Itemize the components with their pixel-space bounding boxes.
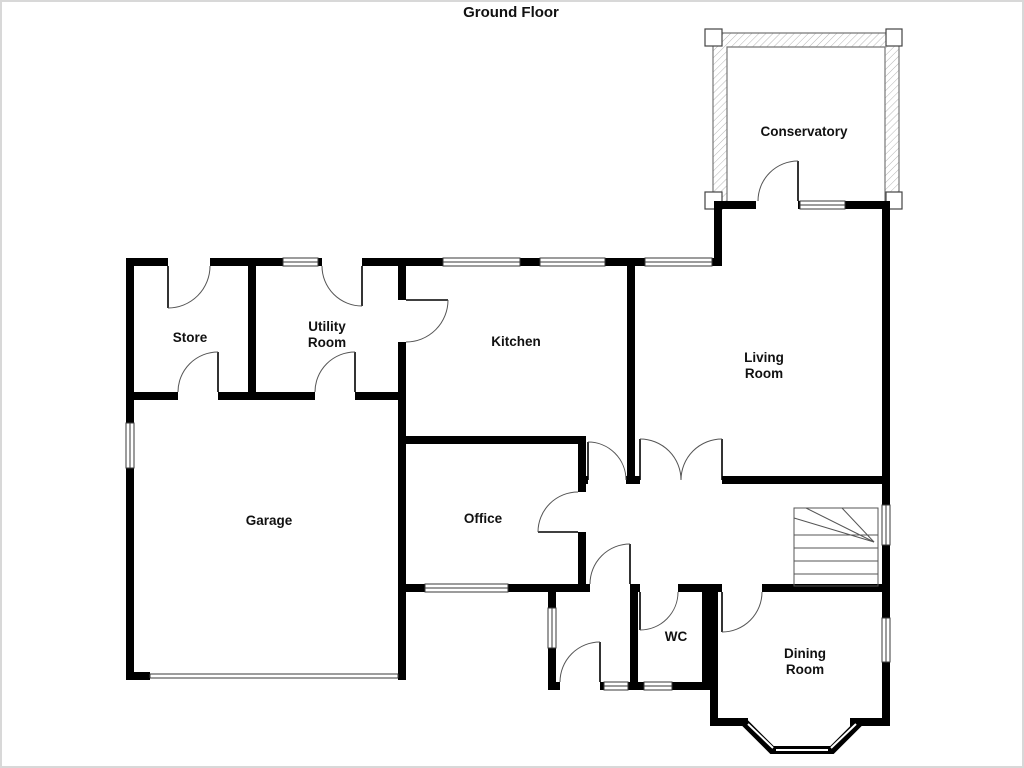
room-label-kitchen: Kitchen: [491, 334, 541, 349]
wall-dining-left: [710, 592, 718, 726]
labels: Ground Floor Conservatory Store Utility …: [173, 4, 848, 677]
room-label-conservatory: Conservatory: [760, 124, 848, 139]
doors: [167, 160, 799, 683]
door-front: [559, 641, 601, 683]
window-living-conservatory: [799, 200, 846, 210]
door-office: [537, 491, 579, 533]
window-utility: [282, 257, 319, 267]
wall-office-top: [398, 436, 586, 444]
door-utility-garage: [314, 351, 356, 393]
room-label-dining-2: Room: [786, 662, 824, 677]
wall-hall-top: [582, 476, 890, 484]
window-entry: [547, 607, 557, 649]
wall-wc-left: [630, 592, 638, 690]
walls: [126, 201, 890, 754]
garage-door: [149, 672, 399, 680]
wall-living-top-connector: [714, 201, 722, 266]
wall-top: [126, 258, 722, 266]
room-label-utility-2: Room: [308, 335, 346, 350]
wall-backrooms-bottom: [126, 392, 406, 400]
window-garage-left: [125, 422, 135, 469]
bay-window: [747, 723, 857, 751]
windows: [125, 200, 891, 691]
conservatory-glazing: [704, 28, 903, 210]
wall-wc-right: [702, 592, 710, 690]
door-store-garage: [177, 351, 219, 393]
room-label-garage: Garage: [246, 513, 293, 528]
page-title: Ground Floor: [463, 4, 559, 21]
window-kitchen-2: [539, 257, 606, 267]
room-label-store: Store: [173, 330, 208, 345]
window-porch: [603, 681, 629, 691]
door-utility-rear: [321, 265, 363, 307]
room-label-dining-1: Dining: [784, 646, 826, 661]
room-label-living-1: Living: [744, 350, 784, 365]
window-office: [424, 583, 509, 593]
wall-entry-bottom: [548, 682, 718, 690]
wall-store-divider: [248, 258, 256, 400]
door-utility-kitchen: [405, 299, 449, 343]
door-living-double: [639, 438, 723, 481]
conservatory-post: [885, 28, 903, 47]
door-store-rear: [167, 265, 211, 309]
wall-kitchen-right: [627, 258, 635, 484]
window-living: [644, 257, 713, 267]
window-stairs: [881, 504, 891, 546]
room-label-office: Office: [464, 511, 503, 526]
room-label-utility-1: Utility: [308, 319, 346, 334]
conservatory-post: [704, 28, 723, 47]
window-kitchen-1: [442, 257, 521, 267]
wall-left: [126, 258, 134, 680]
wall-dining-bottom-right: [850, 718, 890, 726]
door-entry-hall: [589, 543, 631, 585]
wall-right: [882, 201, 890, 726]
window-wc: [643, 681, 673, 691]
door-kitchen-hall: [587, 441, 627, 481]
wall-garage-right: [398, 258, 406, 680]
window-dining: [881, 617, 891, 663]
door-dining: [721, 591, 763, 633]
door-wc: [639, 591, 679, 631]
wall-dining-bottom-left: [710, 718, 748, 726]
room-label-wc: WC: [665, 629, 688, 644]
stairs: [793, 507, 879, 587]
room-label-living-2: Room: [745, 366, 783, 381]
door-conservatory: [757, 160, 799, 202]
